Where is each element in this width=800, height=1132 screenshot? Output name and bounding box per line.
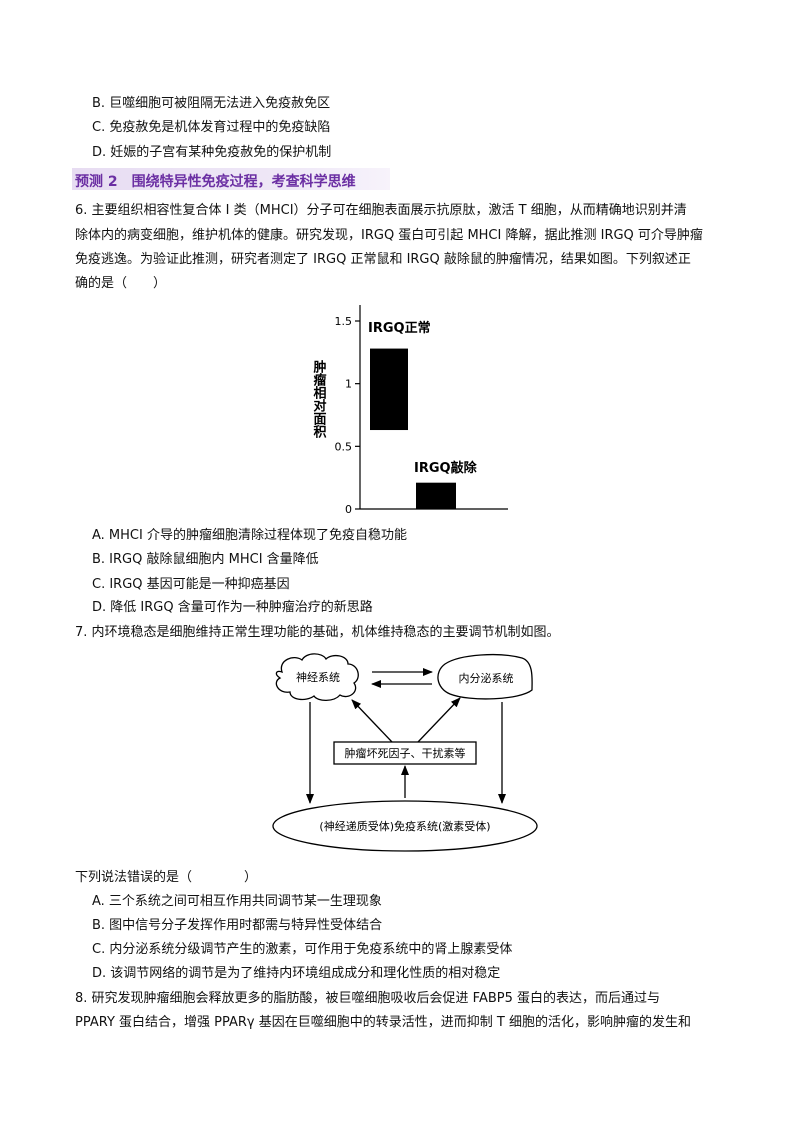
tumor-area-chart: 0 0.5 1 1.5 IRGQ正常 IRGQ敲除 肿瘤相对面积 bbox=[311, 305, 508, 516]
endocrine-system-shape: 内分泌系统 bbox=[437, 654, 533, 700]
q6-option-b: B. IRGQ 敲除鼠细胞内 MHCI 含量降低 bbox=[92, 552, 319, 567]
immune-system-ellipse bbox=[272, 800, 538, 852]
y-tick-label: 1 bbox=[345, 378, 352, 391]
y-axis-label: 肿瘤相对面积 bbox=[311, 360, 327, 439]
nervous-system-cloud: 神经系统 bbox=[275, 653, 359, 702]
q8-stem-line-2: PPARY 蛋白结合，增强 PPARγ 基因在巨噬细胞中的转录活性，进而抑制 T… bbox=[75, 1015, 691, 1030]
prev-option-c: C. 免疫赦免是机体发育过程中的免疫缺陷 bbox=[92, 120, 331, 135]
section-banner bbox=[72, 168, 390, 190]
q6-stem-line-4: 确的是（ ） bbox=[75, 276, 167, 291]
prev-option-b: B. 巨噬细胞可被阻隔无法进入免疫赦免区 bbox=[92, 96, 331, 111]
q7-stem: 7. 内环境稳态是细胞维持正常生理功能的基础，机体维持稳态的主要调节机制如图。 bbox=[75, 625, 560, 640]
endocrine-system-label: 内分泌系统 bbox=[459, 671, 514, 685]
arrow-factors-to-endocrine bbox=[417, 697, 461, 743]
q7-option-b: B. 图中信号分子发挥作用时都需与特异性受体结合 bbox=[92, 918, 383, 933]
q6-stem-line-1: 6. 主要组织相容性复合体 I 类（MHCI）分子可在细胞表面展示抗原肽，激活 … bbox=[75, 203, 687, 218]
cytokine-box bbox=[333, 741, 477, 765]
q7-option-d: D. 该调节网络的调节是为了维持内环境组成成分和理化性质的相对稳定 bbox=[92, 966, 501, 981]
prev-option-d: D. 妊娠的子宫有某种免疫赦免的保护机制 bbox=[92, 145, 332, 160]
section-title: 预测 2 围绕特异性免疫过程，考查科学思维 bbox=[75, 174, 356, 190]
q8-stem-line-1: 8. 研究发现肿瘤细胞会释放更多的脂肪酸，被巨噬细胞吸收后会促进 FABP5 蛋… bbox=[75, 991, 661, 1006]
y-tick-label: 1.5 bbox=[335, 315, 353, 328]
bar-label: IRGQ正常 bbox=[368, 320, 431, 336]
y-tick-label: 0 bbox=[345, 503, 352, 516]
y-tick-label: 0.5 bbox=[335, 440, 353, 453]
q6-option-d: D. 降低 IRGQ 含量可作为一种肿瘤治疗的新思路 bbox=[92, 600, 373, 615]
bar-label: IRGQ敲除 bbox=[414, 460, 478, 476]
immune-system-label: (神经递质受体)免疫系统(激素受体) bbox=[319, 819, 490, 833]
q7-question: 下列说法错误的是（ ） bbox=[75, 870, 258, 885]
q6-stem-line-3: 免疫逃逸。为验证此推测，研究者测定了 IRGQ 正常鼠和 IRGQ 敲除鼠的肿瘤… bbox=[75, 252, 691, 267]
q7-option-a: A. 三个系统之间可相互作用共同调节某一生理现象 bbox=[92, 894, 382, 909]
q6-option-a: A. MHCI 介导的肿瘤细胞清除过程体现了免疫自稳功能 bbox=[92, 528, 407, 543]
nervous-system-label: 神经系统 bbox=[296, 670, 340, 684]
q6-stem-line-2: 除体内的病变细胞，维护机体的健康。研究发现，IRGQ 蛋白可引起 MHCI 降解… bbox=[75, 228, 703, 243]
arrow-factors-to-nervous bbox=[351, 699, 393, 743]
q7-option-c: C. 内分泌系统分级调节产生的激素，可作用于免疫系统中的肾上腺素受体 bbox=[92, 942, 513, 957]
cytokine-label: 肿瘤坏死因子、干扰素等 bbox=[345, 746, 466, 760]
regulation-diagram: 神经系统 内分泌系统 肿瘤坏死因子、干扰素等 (神经递质受体)免疫系统(激素受体… bbox=[272, 653, 538, 852]
bar-irgq-knockout bbox=[416, 482, 456, 509]
q6-option-c: C. IRGQ 基因可能是一种抑癌基因 bbox=[92, 577, 290, 592]
bar-irgq-normal bbox=[370, 348, 408, 431]
